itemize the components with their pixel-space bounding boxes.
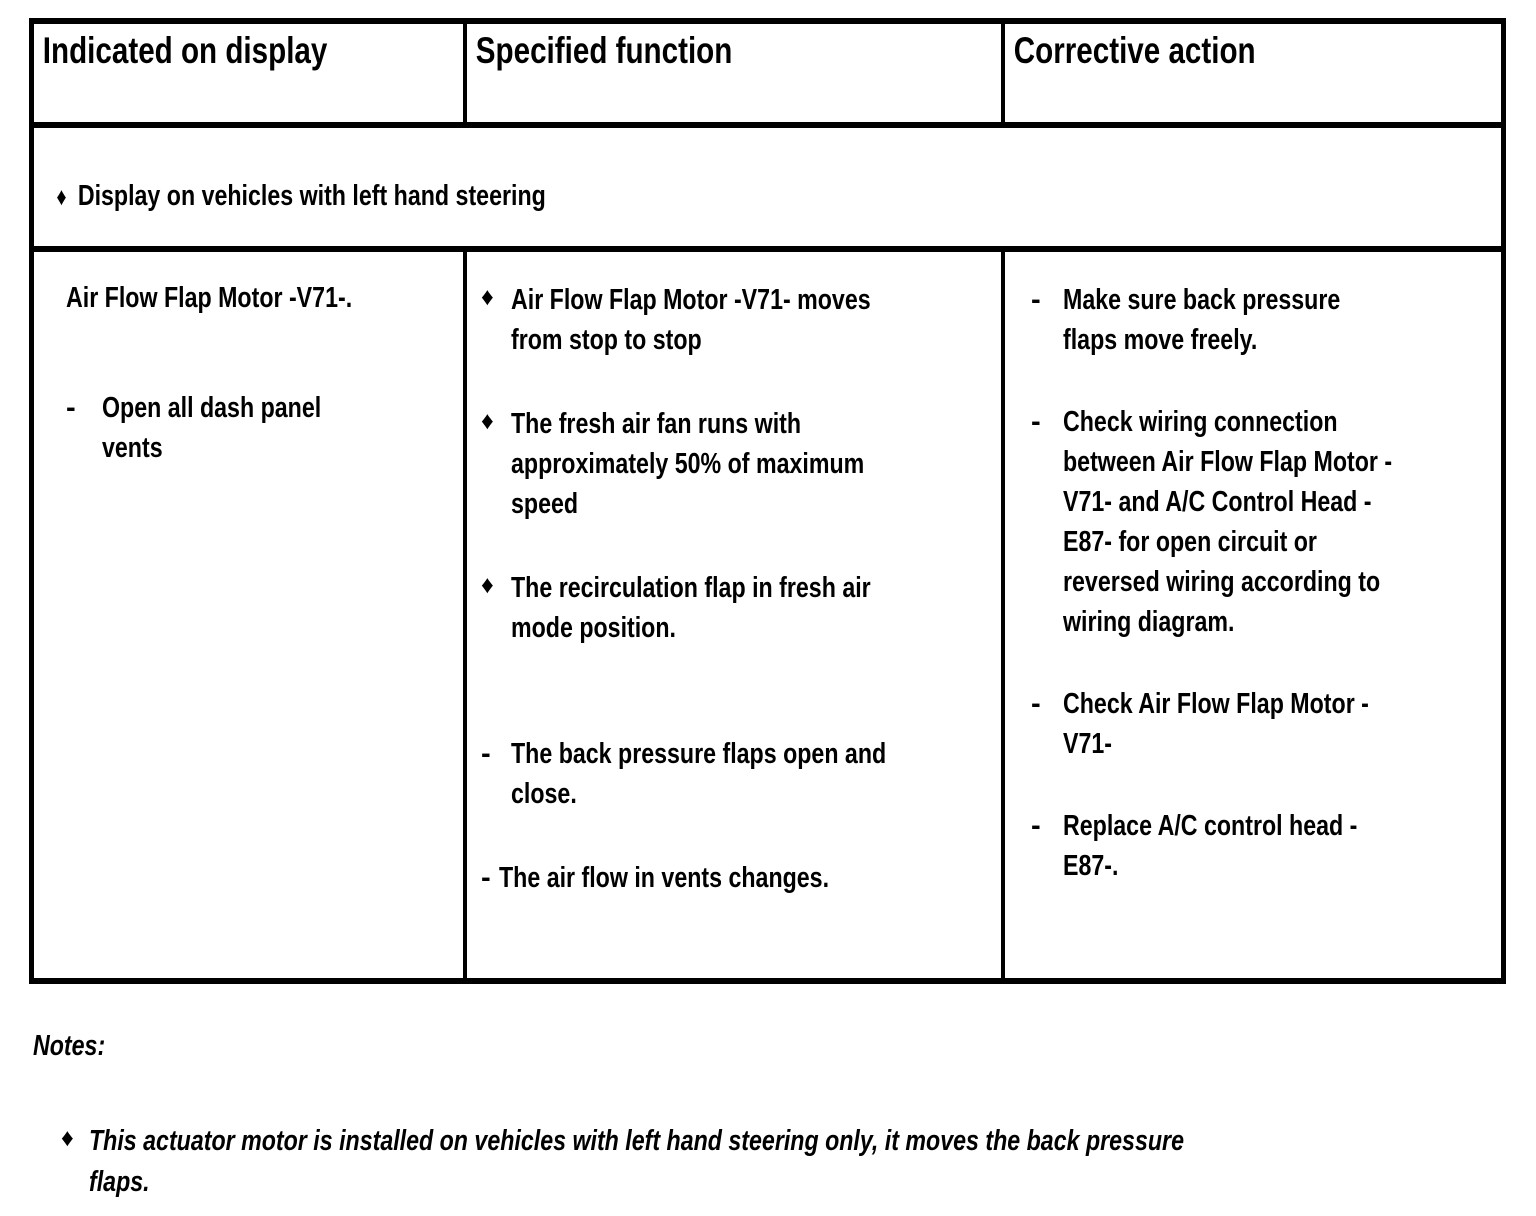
- list-spacer: [481, 692, 983, 734]
- note-label: This actuator motor is installed on vehi…: [89, 1125, 1184, 1198]
- header-cell-indicated-on-display: Indicated on display: [34, 24, 463, 122]
- list-item-label: Air Flow Flap Motor -V71- moves from sto…: [511, 284, 871, 357]
- diamond-bullet-icon: ♦: [481, 407, 494, 436]
- column1-content: Air Flow Flap Motor -V71-. - Open all da…: [34, 252, 463, 468]
- table-banner-row: ♦ Display on vehicles with left hand ste…: [34, 128, 1501, 252]
- list-item: ♦ This actuator motor is installed on ve…: [33, 1121, 1493, 1202]
- banner-cell: ♦ Display on vehicles with left hand ste…: [34, 128, 1501, 246]
- dash-bullet-icon: -: [481, 738, 491, 771]
- column-header-label: Corrective action: [1013, 30, 1256, 71]
- list-item: - Replace A/C control head -E87-.: [1031, 806, 1483, 886]
- body-cell-indicated-on-display: Air Flow Flap Motor -V71-. - Open all da…: [34, 252, 463, 978]
- column2-content: ♦ Air Flow Flap Motor -V71- moves from s…: [467, 252, 1001, 898]
- diamond-bullet-icon: ♦: [61, 1124, 74, 1152]
- banner-label: Display on vehicles with left hand steer…: [77, 180, 546, 212]
- display-item-title: Air Flow Flap Motor -V71-.: [66, 282, 353, 314]
- column2-dash-list: - The back pressure flaps open and close…: [481, 734, 983, 814]
- dash-bullet-icon: -: [66, 392, 76, 425]
- list-item-label: Open all dash panel vents: [102, 392, 322, 465]
- dash-bullet-icon: -: [481, 862, 491, 895]
- list-item-label: The air flow in vents changes.: [499, 862, 830, 895]
- list-item: - Open all dash panel vents: [66, 388, 449, 468]
- list-item-label: The recirculation flap in fresh air mode…: [511, 572, 871, 645]
- diamond-bullet-icon: ♦: [481, 571, 494, 600]
- column2-dash-list-secondary: - The air flow in vents changes.: [481, 858, 983, 898]
- list-item-label: Check wiring connection between Air Flow…: [1063, 406, 1393, 639]
- list-item-label: The fresh air fan runs with approximatel…: [511, 408, 865, 521]
- list-item: - The back pressure flaps open and close…: [481, 734, 983, 814]
- notes-section: Notes: ♦ This actuator motor is installe…: [33, 1030, 1493, 1202]
- column3-item-list: - Make sure back pressure flaps move fre…: [1031, 280, 1483, 886]
- body-cell-specified-function: ♦ Air Flow Flap Motor -V71- moves from s…: [463, 252, 1001, 978]
- column3-content: - Make sure back pressure flaps move fre…: [1005, 252, 1501, 886]
- list-item: - Check wiring connection between Air Fl…: [1031, 402, 1483, 642]
- list-item-label: Replace A/C control head -E87-.: [1063, 810, 1358, 883]
- column-header-label: Indicated on display: [42, 30, 328, 71]
- diamond-bullet-icon: ♦: [481, 283, 494, 311]
- table-body-row: Air Flow Flap Motor -V71-. - Open all da…: [34, 252, 1501, 978]
- table-header-row: Indicated on display Specified function …: [34, 24, 1501, 128]
- list-item: ♦ The fresh air fan runs with approximat…: [481, 404, 983, 524]
- dash-bullet-icon: -: [1031, 810, 1041, 843]
- list-item: - Make sure back pressure flaps move fre…: [1031, 280, 1483, 360]
- notes-title: Notes:: [33, 1030, 106, 1062]
- list-item: ♦ Air Flow Flap Motor -V71- moves from s…: [481, 280, 983, 360]
- dash-bullet-icon: -: [1031, 284, 1041, 316]
- list-item-label: Make sure back pressure flaps move freel…: [1063, 284, 1341, 357]
- dash-bullet-icon: -: [1031, 406, 1041, 439]
- list-item-label: The back pressure flaps open and close.: [511, 738, 887, 811]
- diagnostic-table: Indicated on display Specified function …: [29, 18, 1506, 984]
- list-item: - Check Air Flow Flap Motor -V71-: [1031, 684, 1483, 764]
- header-cell-specified-function: Specified function: [463, 24, 1001, 122]
- column2-diamond-list: ♦ Air Flow Flap Motor -V71- moves from s…: [481, 280, 983, 648]
- notes-list: ♦ This actuator motor is installed on ve…: [33, 1121, 1493, 1202]
- list-item: - The air flow in vents changes.: [481, 858, 983, 898]
- diamond-bullet-icon: ♦: [56, 183, 67, 211]
- column1-item-list: - Open all dash panel vents: [66, 388, 449, 468]
- list-item: ♦ The recirculation flap in fresh air mo…: [481, 568, 983, 648]
- dash-bullet-icon: -: [1031, 688, 1041, 721]
- list-item-label: Check Air Flow Flap Motor -V71-: [1063, 688, 1369, 761]
- banner-line: ♦ Display on vehicles with left hand ste…: [34, 128, 1208, 215]
- body-cell-corrective-action: - Make sure back pressure flaps move fre…: [1001, 252, 1501, 978]
- column-header-label: Specified function: [475, 30, 733, 71]
- header-cell-corrective-action: Corrective action: [1001, 24, 1501, 122]
